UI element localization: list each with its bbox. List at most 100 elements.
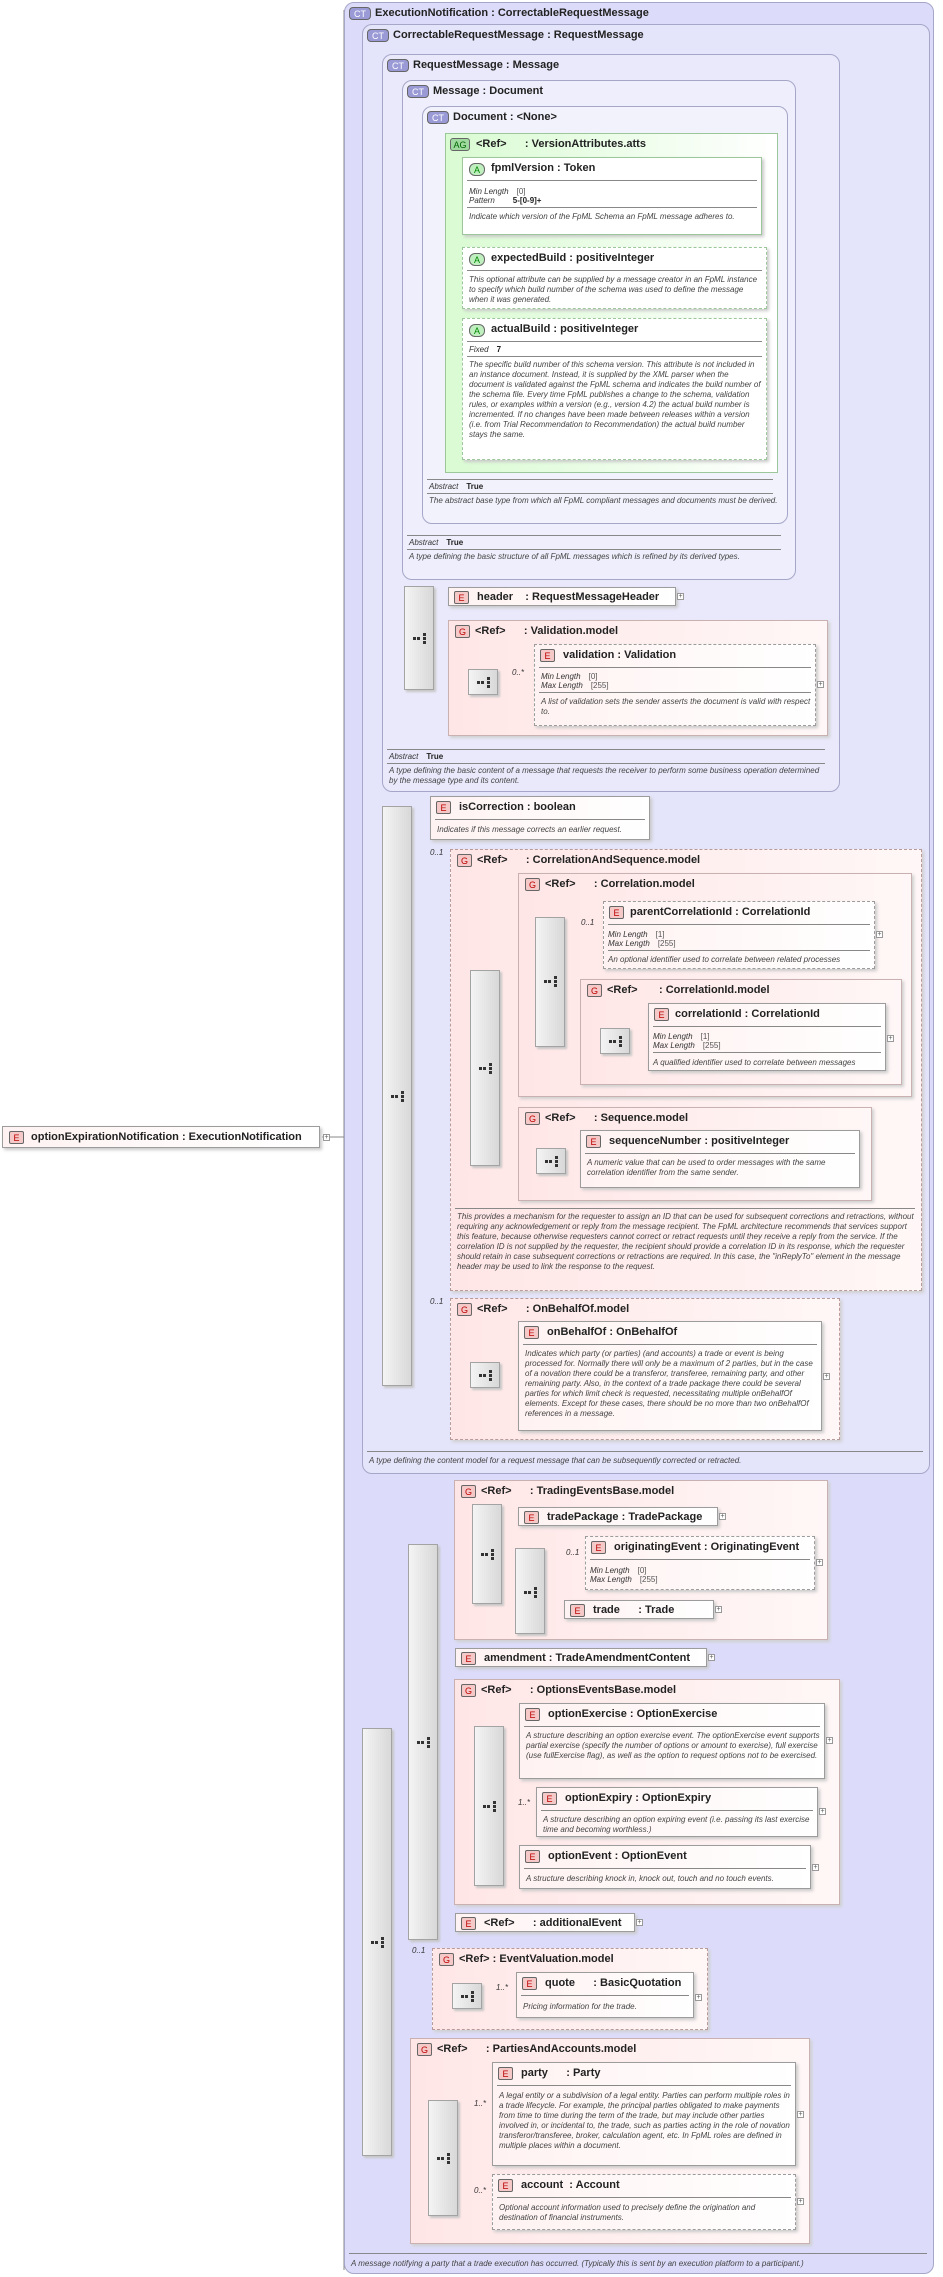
group-badge: G [455,625,470,638]
divider [539,667,811,668]
element-validation[interactable]: E validation : Validation Min Length[0] … [534,644,816,726]
element-type: TradeAmendmentContent [555,1652,690,1664]
facet-value: [255] [639,1575,658,1584]
element-originating-event[interactable]: E originatingEvent : OriginatingEvent Mi… [585,1536,815,1590]
expand-icon[interactable]: + [816,1559,823,1566]
element-option-exercise[interactable]: E optionExercise : OptionExercise A stru… [519,1703,825,1779]
element-badge: E [461,1652,476,1665]
sequence-icon [461,1991,475,2003]
divider [539,692,811,693]
element-amendment[interactable]: E amendment : TradeAmendmentContent [455,1648,707,1667]
expand-icon[interactable]: + [636,1919,643,1926]
element-on-behalf-of[interactable]: E onBehalfOf : OnBehalfOf Indicates whic… [518,1321,822,1431]
facet-value: 5-[0-9]+ [512,196,542,205]
complex-type-badge: CT [407,85,429,98]
expand-icon[interactable]: + [695,1994,702,2001]
element-name: correlationId [675,1008,742,1020]
element-name: optionEvent [548,1850,612,1862]
group-badge: G [525,1112,540,1125]
element-account[interactable]: E account : Account Optional account inf… [492,2174,796,2230]
expand-icon[interactable]: + [817,681,824,688]
expand-icon[interactable]: + [677,593,684,600]
attribute-name: fpmlVersion [491,162,554,174]
sequence-icon [437,2153,451,2165]
element-name: parentCorrelationId [630,906,733,918]
choice-compositor [408,1544,438,1940]
divider [467,207,757,208]
expand-icon[interactable]: + [826,1737,833,1744]
sequence-icon [413,633,427,645]
attribute-fpml-version[interactable]: A fpmlVersion : Token Min Length[0] Patt… [462,157,762,235]
element-name: quote [545,1977,575,1989]
element-correlation-id[interactable]: E correlationId : CorrelationId Min Leng… [648,1003,886,1071]
attribute-name: expectedBuild [491,252,567,264]
facet-value: 7 [496,345,502,354]
ref-label: <Ref> [545,1112,576,1124]
element-badge: E [525,1850,540,1863]
element-badge: E [570,1604,585,1617]
group-name: PartiesAndAccounts.model [492,2043,637,2055]
element-sequence-number[interactable]: E sequenceNumber : positiveInteger A num… [580,1130,860,1188]
element-type: CorrelationId [741,906,811,918]
attribute-expected-build[interactable]: A expectedBuild : positiveInteger This o… [462,247,767,309]
ref-label: <Ref> [545,878,576,890]
expand-icon[interactable]: + [719,1513,726,1520]
element-name: tradePackage [547,1511,619,1523]
divider [497,2197,791,2198]
choice-icon [417,1737,431,1749]
root-element-option-expiration-notification[interactable]: E optionExpirationNotification : Executi… [2,1126,320,1148]
expand-icon[interactable]: + [708,1654,715,1661]
sequence-icon [524,1587,538,1599]
element-badge: E [591,1541,606,1554]
sequence-compositor [470,1362,500,1388]
element-trade[interactable]: E trade : Trade [564,1600,714,1619]
expand-icon[interactable]: + [876,931,883,938]
sequence-compositor [362,1728,392,2156]
facet-value: [255] [702,1041,721,1050]
expand-icon[interactable]: + [715,1606,722,1613]
group-name: VersionAttributes.atts [531,138,646,150]
expand-icon[interactable]: + [823,1373,830,1380]
expand-icon[interactable]: + [812,1864,819,1871]
facet-value: [1] [700,1032,710,1041]
element-quote[interactable]: E quote : BasicQuotation Pricing informa… [516,1972,694,2018]
sequence-compositor [404,586,434,690]
element-option-event[interactable]: E optionEvent : OptionEvent A structure … [519,1845,811,1889]
type-name: Document [453,111,507,123]
element-trade-package[interactable]: E tradePackage : TradePackage [518,1507,718,1526]
abstract-value: True [446,538,464,547]
type-description: A message notifying a party that a trade… [351,2259,804,2268]
ref-label: <Ref> [477,854,508,866]
divider [590,1559,810,1560]
expand-icon[interactable]: + [797,2111,804,2118]
root-element-type: ExecutionNotification [188,1131,302,1143]
expand-icon[interactable]: + [819,1808,826,1815]
group-name: OnBehalfOf.model [532,1303,630,1315]
element-header[interactable]: E header : RequestMessageHeader [448,587,676,606]
element-type: Validation [624,649,677,661]
element-is-correction[interactable]: E isCorrection : boolean Indicates if th… [430,796,650,840]
element-description: Indicates which party (or parties) (and … [525,1349,813,1418]
facet-label: Min Length [608,930,648,939]
ref-label: <Ref> [437,2043,468,2055]
element-description: An optional identifier used to correlate… [608,955,841,964]
expand-icon[interactable]: + [887,1035,894,1042]
sequence-icon [609,1036,623,1048]
ref-label: <Ref> [481,1485,512,1497]
divider [608,924,870,925]
element-additional-event[interactable]: E <Ref> : additionalEvent [455,1913,635,1932]
attribute-description: This optional attribute can be supplied … [469,275,758,304]
occurrence-label: 1..* [474,2099,487,2108]
divider [407,549,781,550]
element-parent-correlation-id[interactable]: E parentCorrelationId : CorrelationId Mi… [603,901,875,969]
facet-value: [1] [655,930,665,939]
divider [387,749,825,750]
expand-icon[interactable]: + [797,2198,804,2205]
facet-value: [0] [588,672,598,681]
expand-icon[interactable]: + [323,1134,330,1141]
element-party[interactable]: E party : Party A legal entity or a subd… [492,2062,796,2166]
choice-icon [483,1801,497,1813]
ref-label: <Ref> [476,138,507,150]
element-option-expiry[interactable]: E optionExpiry : OptionExpiry A structur… [536,1787,818,1837]
